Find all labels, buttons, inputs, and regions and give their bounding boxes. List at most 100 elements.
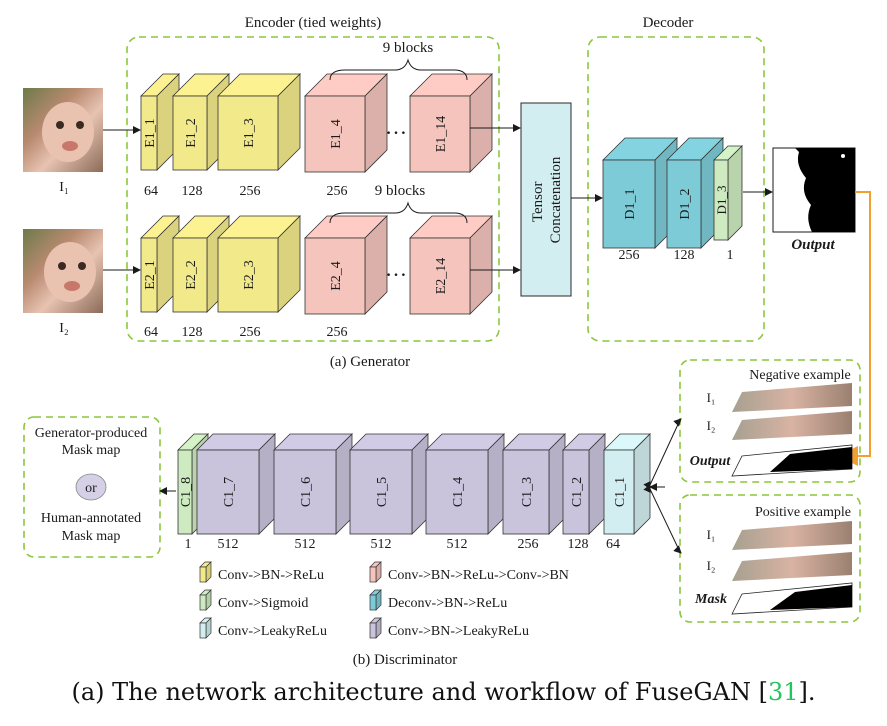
result-bottom-line1: Human-annotated xyxy=(41,511,141,526)
encoder-block-e1_14-label: E1_14 xyxy=(434,116,449,153)
figure-caption: (a) The network architecture and workflo… xyxy=(0,678,887,706)
legend-label-3: Deconv->BN->ReLu xyxy=(388,596,507,611)
pos-row-label-1: I₁ xyxy=(707,527,716,542)
legend-swatch-4 xyxy=(199,617,212,639)
discriminator-block-c1_4-channels: 512 xyxy=(447,537,468,552)
or-label: or xyxy=(85,481,97,496)
output-label: Output xyxy=(791,237,835,253)
discriminator-block-c1_1-label: C1_1 xyxy=(613,477,628,507)
negative-example-thumbnails xyxy=(731,383,853,477)
discriminator-block-c1_6-label: C1_6 xyxy=(299,477,314,507)
decoder-block-d1_2-label: D1_2 xyxy=(678,188,693,219)
legend-swatch-0 xyxy=(199,561,212,583)
decoder-block-d1_1-label: D1_1 xyxy=(623,188,638,219)
encoder-block-e1_4: E1_4 256 xyxy=(304,73,388,199)
result-frame xyxy=(23,416,161,558)
pos-row-label-2: I₂ xyxy=(707,558,716,573)
legend-label-5: Conv->BN->LeakyReLu xyxy=(388,624,529,639)
negative-to-discriminator-arrow xyxy=(643,419,681,494)
decoder-block-d1_1-channels: 256 xyxy=(619,248,640,263)
discriminator-block-c1_6-channels: 512 xyxy=(295,537,316,552)
encoder-block-e2_1-label: E2_1 xyxy=(143,260,158,290)
result-bottom-line2: Mask map xyxy=(62,529,121,544)
encoder-block-e2_14-label: E2_14 xyxy=(434,258,449,295)
discriminator-block-c1_4-label: C1_4 xyxy=(451,477,466,507)
legend-label-2: Conv->Sigmoid xyxy=(218,596,308,611)
blocks-label-top: 9 blocks xyxy=(383,40,434,56)
tensor-concatenation-block xyxy=(520,102,572,297)
discriminator-block-c1_6: C1_6 512 xyxy=(273,433,353,552)
input-image-1 xyxy=(23,88,103,172)
legend-label-4: Conv->LeakyReLu xyxy=(218,624,327,639)
legend-swatch-5 xyxy=(369,617,382,639)
discriminator-block-c1_8-label: C1_8 xyxy=(179,477,194,507)
ellipsis-bottom: … xyxy=(385,256,407,281)
encoder-block-e2_3: E2_3 256 xyxy=(217,215,301,340)
encoder-block-e2_2-label: E2_2 xyxy=(184,260,199,290)
legend-label-1: Conv->BN->ReLu->Conv->BN xyxy=(388,568,569,583)
or-badge xyxy=(75,473,107,501)
discriminator-block-c1_3-channels: 256 xyxy=(518,537,539,552)
encoder-block-e2_4-channels: 256 xyxy=(327,325,348,340)
encoder-block-e1_4-channels: 256 xyxy=(327,184,348,199)
encoder-block-e1_4-label: E1_4 xyxy=(329,119,344,149)
legend-swatch-2 xyxy=(199,589,212,611)
encoder-block-e1_14: E1_14 xyxy=(409,73,493,173)
result-top-line2: Mask map xyxy=(62,443,121,458)
encoder-block-e2_14: E2_14 xyxy=(409,215,493,315)
arrowhead-helper-2 xyxy=(673,545,682,554)
discriminator-block-c1_2-label: C1_2 xyxy=(570,477,585,507)
neg-row-label-2: I₂ xyxy=(707,418,716,433)
legend-swatch-3 xyxy=(369,589,382,611)
encoder-block-e1_2-label: E1_2 xyxy=(184,118,199,148)
decoder-block-d1_1: D1_1 256 xyxy=(602,137,678,263)
encoder-block-e1_3: E1_3 256 xyxy=(217,73,301,199)
decoder-block-d1_3-channels: 1 xyxy=(727,248,734,263)
input-label-2: I₂ xyxy=(59,321,69,336)
discriminator-block-c1_3-label: C1_3 xyxy=(520,477,535,507)
decoder-block-d1_3: D1_3 1 xyxy=(713,145,743,263)
tensor-concatenation-label: Tensor Concatenation xyxy=(530,156,564,243)
result-top-line1: Generator-produced xyxy=(35,426,147,441)
encoder-frame xyxy=(126,36,500,342)
pos-row-label-3: Mask xyxy=(694,592,727,607)
encoder-block-e1_1-label: E1_1 xyxy=(143,118,158,148)
encoder-block-e2_3-channels: 256 xyxy=(240,325,261,340)
decoder-frame xyxy=(587,36,765,342)
discriminator-block-c1_2-channels: 128 xyxy=(568,537,589,552)
discriminator-block-c1_8-channels: 1 xyxy=(185,537,192,552)
positive-example-frame xyxy=(679,494,861,623)
discriminator-block-c1_5-label: C1_5 xyxy=(375,477,390,507)
input-label-1: I₁ xyxy=(59,180,69,195)
brace-top xyxy=(329,58,468,81)
legend-label-0: Conv->BN->ReLu xyxy=(218,568,324,583)
arrowhead-helper xyxy=(673,418,682,427)
positive-to-discriminator-arrow xyxy=(643,480,681,553)
discriminator-block-c1_1-channels: 64 xyxy=(606,537,620,552)
figure-caption-end: ]. xyxy=(798,678,816,706)
encoder-block-e1_3-label: E1_3 xyxy=(242,118,257,148)
discriminator-block-c1_2: C1_2 128 xyxy=(562,433,606,552)
encoder-block-e2_1-channels: 64 xyxy=(144,325,158,340)
brace-bottom xyxy=(329,201,468,224)
discriminator-block-c1_1: C1_1 64 xyxy=(603,433,651,552)
discriminator-caption: (b) Discriminator xyxy=(353,652,458,668)
encoder-block-e1_2-channels: 128 xyxy=(182,184,203,199)
output-mask-image xyxy=(772,147,856,233)
encoder-block-e2_3-label: E2_3 xyxy=(242,260,257,290)
output-to-negative-connector xyxy=(838,191,871,466)
ellipsis-top: … xyxy=(385,114,407,139)
positive-example-title: Positive example xyxy=(755,505,851,520)
negative-example-title: Negative example xyxy=(749,368,850,383)
input-image-2 xyxy=(23,229,103,313)
figure-caption-text: (a) The network architecture and workflo… xyxy=(71,678,768,706)
encoder-block-e1_3-channels: 256 xyxy=(240,184,261,199)
decoder-block-d1_3-label: D1_3 xyxy=(714,186,729,215)
figure-caption-ref[interactable]: 31 xyxy=(767,678,799,706)
encoder-block-e2_4: E2_4 256 xyxy=(304,215,388,340)
neg-row-label-1: I₁ xyxy=(707,390,716,405)
generator-caption: (a) Generator xyxy=(330,354,410,370)
encoder-block-e2_4-label: E2_4 xyxy=(329,261,344,291)
